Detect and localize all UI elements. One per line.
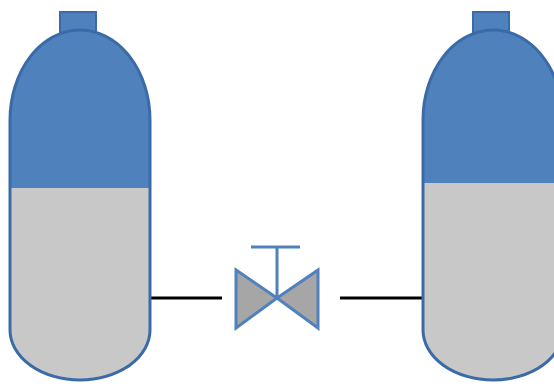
- right-tank-outline: [421, 28, 554, 382]
- gate-valve-icon: [234, 245, 320, 331]
- left-tank-outline: [8, 28, 152, 382]
- right-tank-liquid: [423, 183, 554, 380]
- left-tank-liquid: [10, 188, 150, 380]
- left-tank: [8, 11, 152, 382]
- valve-right-triangle: [274, 267, 320, 331]
- right-tank: [421, 11, 554, 382]
- valve-left-triangle: [234, 267, 280, 331]
